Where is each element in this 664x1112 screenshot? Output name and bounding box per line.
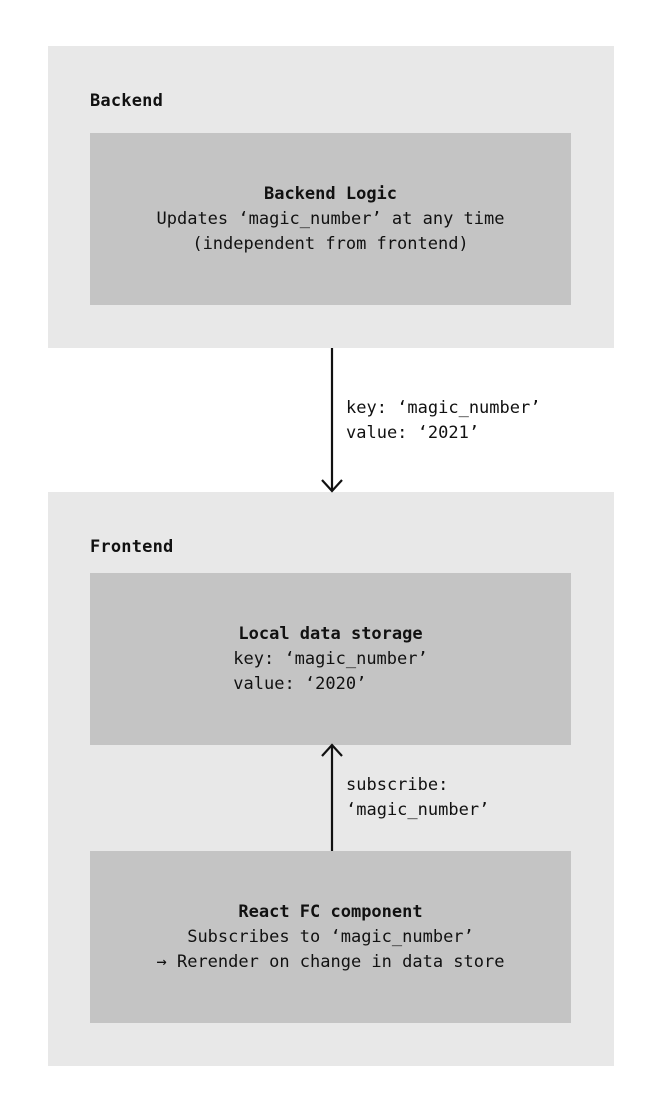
component-to-storage-label: subscribe: ‘magic_number’ bbox=[346, 773, 489, 823]
component-to-storage-label-line-1: subscribe: bbox=[346, 775, 449, 795]
local-storage-line-1: key: ‘magic_number’ bbox=[233, 648, 428, 669]
backend-logic-line-1: Updates ‘magic_number’ at any time bbox=[156, 208, 505, 229]
react-component-line-2: → Rerender on change in data store bbox=[156, 951, 505, 972]
backend-logic-box: Backend Logic Updates ‘magic_number’ at … bbox=[90, 133, 571, 305]
local-storage-title: Local data storage bbox=[238, 623, 423, 644]
backend-to-frontend-label-line-1: key: ‘magic_number’ bbox=[346, 398, 541, 418]
react-component-line-1: Subscribes to ‘magic_number’ bbox=[187, 926, 474, 947]
backend-title: Backend bbox=[90, 91, 164, 111]
frontend-title: Frontend bbox=[90, 537, 174, 557]
react-component-title: React FC component bbox=[238, 901, 423, 922]
backend-group: Backend Backend Logic Updates ‘magic_num… bbox=[48, 46, 614, 348]
backend-to-frontend-label-line-2: value: ‘2021’ bbox=[346, 423, 480, 443]
react-component-box: React FC component Subscribes to ‘magic_… bbox=[90, 851, 571, 1023]
local-storage-box: Local data storage key: ‘magic_number’ v… bbox=[90, 573, 571, 745]
backend-to-frontend-label: key: ‘magic_number’ value: ‘2021’ bbox=[346, 396, 540, 446]
local-storage-text: Local data storage key: ‘magic_number’ v… bbox=[233, 622, 427, 697]
component-to-storage-label-line-2: ‘magic_number’ bbox=[346, 800, 490, 820]
backend-to-frontend-arrow bbox=[321, 348, 343, 493]
arrow-down-icon bbox=[321, 479, 343, 493]
local-storage-line-2: value: ‘2020’ bbox=[233, 673, 367, 694]
backend-logic-line-2: (independent from frontend) bbox=[192, 233, 469, 254]
backend-logic-title: Backend Logic bbox=[263, 183, 398, 204]
frontend-group: Frontend Local data storage key: ‘magic_… bbox=[48, 492, 614, 1066]
